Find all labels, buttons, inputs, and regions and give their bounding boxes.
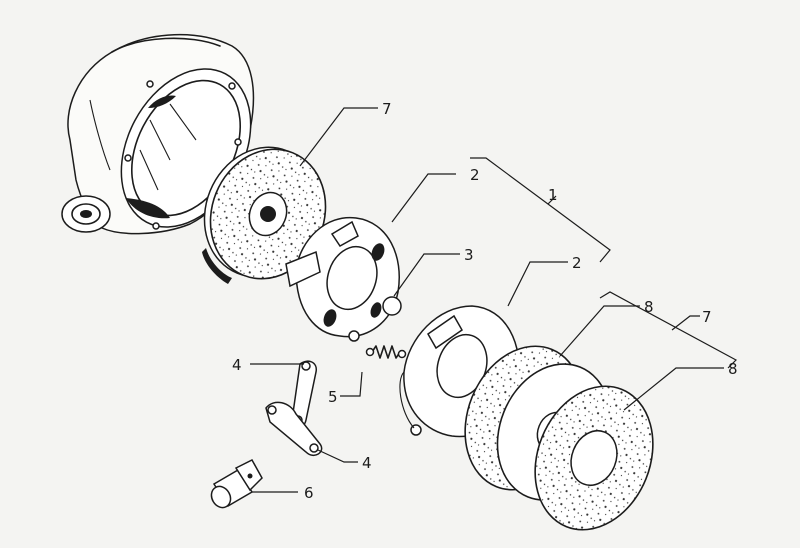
callout-steel-ball: 3	[464, 246, 474, 264]
callout-brake-assembly: 1	[548, 186, 558, 204]
callout-actuator-plate-lower: 2	[572, 254, 582, 272]
callout-lining-disc-pair-front: 8	[728, 360, 738, 378]
callout-return-spring: 5	[328, 388, 338, 406]
callout-link-lower: 4	[362, 454, 372, 472]
link-lower	[265, 401, 323, 456]
leader-lines	[250, 107, 737, 493]
return-spring	[365, 345, 407, 359]
clevis	[210, 459, 263, 509]
lining-disc-single	[202, 146, 327, 284]
lining-disc-pair-front	[534, 385, 654, 531]
callout-link-upper: 4	[232, 356, 242, 374]
actuator-plate-upper	[285, 216, 400, 342]
callout-lining-disc-pair-rear: 8	[644, 298, 654, 316]
callout-lining-disc-single: 7	[382, 100, 392, 118]
steel-ball	[382, 296, 402, 316]
callout-clevis: 6	[304, 484, 314, 502]
callout-lining-disc-pair: 7	[702, 308, 712, 326]
callout-actuator-plate-upper: 2	[470, 166, 480, 184]
